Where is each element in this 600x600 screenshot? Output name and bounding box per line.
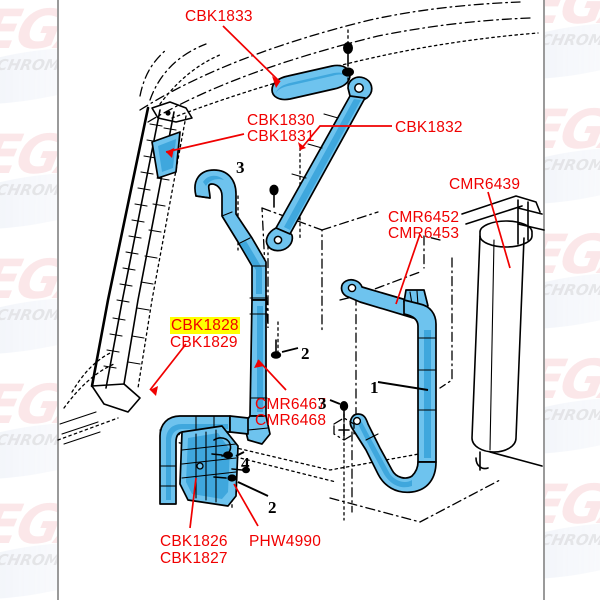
bracket-hole bbox=[196, 462, 204, 470]
leader-phw4990 bbox=[233, 483, 259, 527]
label-cmr6452[interactable]: CMR6452 bbox=[388, 209, 460, 226]
label-cbk1830[interactable]: CBK1830 bbox=[247, 112, 315, 129]
stack-highlight-line bbox=[489, 239, 495, 451]
stack-body bbox=[471, 235, 525, 453]
watermark-strip-left: MEGA TRUCK CHROME & ACCESSORIES MEGA TRU… bbox=[0, 0, 57, 600]
handle-top-cap bbox=[195, 195, 211, 199]
label-cbk1827[interactable]: CBK1827 bbox=[160, 550, 228, 567]
leader-cmr6439 bbox=[487, 191, 511, 269]
bolt-head-bracket-b bbox=[242, 466, 250, 474]
index-number-3-lower: 3 bbox=[318, 394, 327, 413]
part-cbk1826-bracket-plate[interactable] bbox=[179, 425, 239, 507]
index-number-4-lower: 4 bbox=[241, 454, 250, 473]
label-cbk1832[interactable]: CBK1832 bbox=[395, 119, 463, 136]
ref-line-stack-c bbox=[439, 257, 453, 389]
roof-trim-line bbox=[171, 32, 539, 119]
nut-upper bbox=[342, 67, 354, 77]
a-pillar-group bbox=[57, 43, 223, 445]
leader-cbk1830-1831 bbox=[165, 133, 245, 153]
ref-line-vert-a bbox=[261, 207, 269, 329]
index-number-2-lower: 2 bbox=[268, 498, 277, 517]
pillar-foot bbox=[57, 351, 141, 445]
leader-cbk1832 bbox=[299, 125, 392, 151]
label-cmr6439[interactable]: CMR6439 bbox=[449, 176, 521, 193]
index-number-2-upper: 2 bbox=[301, 344, 310, 363]
label-cmr6468[interactable]: CMR6468 bbox=[255, 412, 327, 429]
part-cbk1828-grab-handle[interactable] bbox=[194, 169, 271, 445]
label-cbk1831[interactable]: CBK1831 bbox=[247, 128, 315, 145]
arrowhead-cbk1828 bbox=[150, 386, 158, 396]
bolt-shank-item4 bbox=[211, 453, 223, 456]
part-cbk1832-stay-rod[interactable] bbox=[265, 76, 373, 252]
label-cbk1826[interactable]: CBK1826 bbox=[160, 533, 228, 550]
stack-clamp-arms bbox=[517, 207, 545, 231]
arrowhead-cmr6467 bbox=[254, 360, 264, 368]
leader-cbk1833 bbox=[222, 25, 281, 83]
ref-line-stack-b bbox=[423, 235, 441, 241]
stack-lower-foot bbox=[475, 457, 489, 470]
stay-rod-upper-eye-hole bbox=[354, 83, 364, 93]
index-number-1-main: 1 bbox=[370, 378, 379, 397]
washer-cross-item3 bbox=[338, 423, 350, 437]
label-phw4990[interactable]: PHW4990 bbox=[249, 533, 322, 550]
pillar-cap-fastener bbox=[165, 110, 171, 116]
washer-outline-item3 bbox=[333, 417, 355, 441]
bolt-head-item4 bbox=[223, 451, 233, 459]
stack-bracket-upper bbox=[461, 195, 541, 215]
pillar-mid-edge bbox=[105, 109, 161, 389]
leader-item1 bbox=[377, 381, 429, 391]
bolt-head-item2-upper bbox=[270, 351, 282, 359]
bolt-shank-item2-lower bbox=[213, 476, 227, 479]
leader-item3-lower bbox=[329, 399, 341, 405]
pillar-outer-edge bbox=[90, 106, 150, 388]
index-number-3-upper: 3 bbox=[236, 158, 245, 177]
watermark-divider-left bbox=[57, 0, 59, 600]
bolt-head-item2-lower bbox=[227, 474, 237, 482]
leader-item2-upper bbox=[281, 347, 299, 353]
fastener-group-lower bbox=[211, 339, 355, 497]
bolt-head-item3-upper bbox=[269, 184, 279, 196]
part-cmr6452-lower-arm[interactable] bbox=[340, 278, 437, 494]
stack-lower-support bbox=[479, 451, 543, 471]
bolt-head-item3-lower bbox=[339, 401, 349, 411]
callout-leaders-group bbox=[149, 25, 511, 529]
roof-corner-detail bbox=[139, 43, 223, 105]
label-cmr6453[interactable]: CMR6453 bbox=[388, 225, 460, 242]
bolt-shank-bracket-b bbox=[231, 468, 243, 471]
label-cbk1828-highlighted[interactable]: CBK1828 bbox=[170, 317, 240, 334]
part-cmr6467-lower-loop[interactable] bbox=[159, 415, 249, 505]
part-cmr6439-stack bbox=[461, 195, 545, 471]
ref-line-diag-a bbox=[339, 271, 421, 301]
leader-cbk1826-1827 bbox=[189, 477, 197, 529]
label-cmr6467[interactable]: CMR6467 bbox=[255, 396, 327, 413]
lower-arm-eye-hole bbox=[347, 283, 357, 293]
ref-box-upper-top bbox=[321, 211, 379, 231]
arrowhead-cbk1832 bbox=[298, 142, 306, 150]
stay-rod-lower-eye-hole bbox=[273, 235, 283, 245]
leader-item4 bbox=[235, 451, 245, 457]
watermark-divider-right bbox=[543, 0, 545, 600]
label-cbk1833[interactable]: CBK1833 bbox=[185, 8, 253, 25]
fastener-group-upper bbox=[269, 29, 354, 208]
leader-cmr6452-6453 bbox=[395, 233, 421, 305]
roof-line-outer bbox=[139, 1, 521, 111]
bolt-head-upper bbox=[343, 42, 353, 54]
pillar-trim-dotted bbox=[137, 115, 187, 389]
arrowhead-cbk1833 bbox=[272, 76, 280, 88]
cab-outline-group bbox=[139, 1, 539, 123]
leader-item2-lower bbox=[237, 481, 269, 497]
part-cbk1830-wedge[interactable] bbox=[151, 131, 181, 179]
watermark-strip-right: MEGA TRUCK CHROME & ACCESSORIES MEGA TRU… bbox=[545, 0, 600, 600]
roof-line-inner bbox=[147, 17, 531, 123]
pillar-cap bbox=[151, 101, 193, 123]
lower-arm-u-eye-hole bbox=[352, 416, 362, 426]
part-cbk1833-roof-trim[interactable] bbox=[271, 64, 351, 101]
ref-floor-lower bbox=[329, 479, 501, 523]
leader-cbk1828-1829 bbox=[149, 343, 187, 391]
arrowhead-cbk1830 bbox=[166, 148, 174, 158]
label-cbk1829[interactable]: CBK1829 bbox=[170, 334, 238, 351]
